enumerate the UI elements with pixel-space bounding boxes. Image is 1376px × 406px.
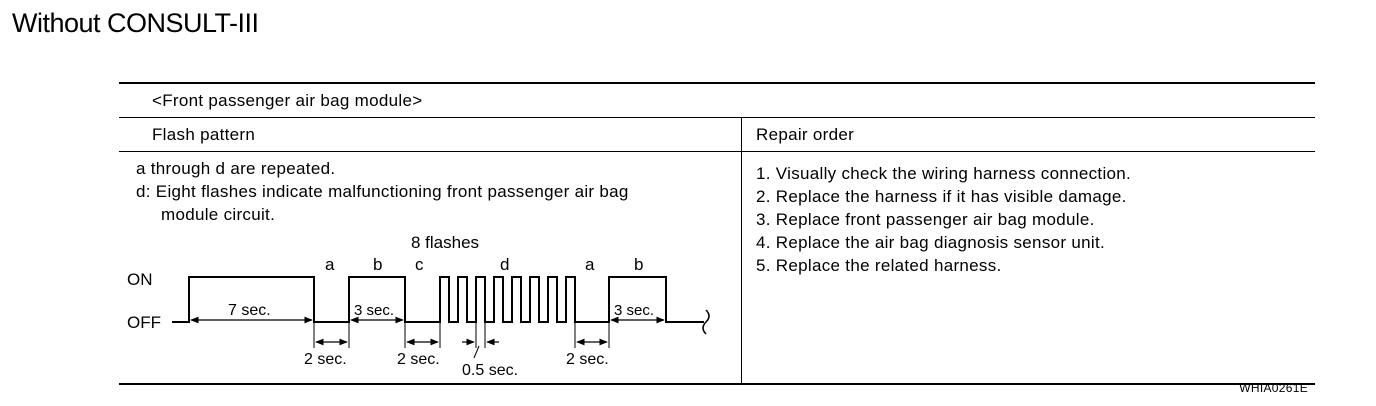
- on-label: ON: [127, 270, 153, 289]
- figure-id: WHIA0261E: [1239, 381, 1308, 395]
- segment-label-c: c: [415, 255, 424, 274]
- table-title: <Front passenger air bag module>: [152, 91, 423, 110]
- repair-order-header: Repair order: [756, 125, 855, 144]
- flash-count-label: 8 flashes: [411, 233, 479, 252]
- repair-step: 4. Replace the air bag diagnosis sensor …: [756, 233, 1105, 252]
- duration-2-sec: 2 sec.: [566, 351, 609, 368]
- flash-description-line: d: Eight flashes indicate malfunctioning…: [136, 182, 629, 201]
- leader-line: [473, 345, 480, 359]
- break-mark: [702, 309, 710, 335]
- flash-description-line: a through d are repeated.: [136, 159, 336, 178]
- flash-pattern-header: Flash pattern: [152, 125, 256, 144]
- segment-label-d: d: [500, 255, 509, 274]
- duration-3-sec-repeat: 3 sec.: [614, 302, 654, 319]
- duration-2-sec: 2 sec.: [397, 351, 440, 368]
- duration-0-5-sec: 0.5 sec.: [462, 362, 518, 379]
- signal-waveform: [172, 276, 704, 323]
- segment-label-b-repeat: b: [634, 255, 643, 274]
- table-rule: [119, 151, 1315, 152]
- duration-7-sec: 7 sec.: [228, 302, 271, 319]
- segment-label-a-repeat: a: [585, 255, 595, 274]
- table-top-rule: [119, 82, 1315, 84]
- off-label: OFF: [127, 313, 161, 332]
- table-bottom-rule: [119, 383, 1315, 385]
- duration-3-sec: 3 sec.: [354, 302, 394, 319]
- segment-label-a: a: [325, 255, 335, 274]
- repair-step: 5. Replace the related harness.: [756, 256, 1002, 275]
- repair-step: 3. Replace front passenger air bag modul…: [756, 210, 1095, 229]
- extension-lines: [313, 322, 610, 348]
- flash-description-line: module circuit.: [161, 205, 276, 224]
- repair-step: 2. Replace the harness if it has visible…: [756, 187, 1127, 206]
- page-heading: Without CONSULT-III: [12, 8, 259, 38]
- repair-step: 1. Visually check the wiring harness con…: [756, 164, 1132, 183]
- repair-order-list: 1. Visually check the wiring harness con…: [756, 162, 1131, 277]
- flash-pattern-table: <Front passenger air bag module> Flash p…: [119, 82, 1315, 385]
- duration-2-sec: 2 sec.: [304, 351, 347, 368]
- segment-label-b: b: [373, 255, 382, 274]
- column-divider: [741, 118, 742, 384]
- table-rule: [119, 117, 1315, 118]
